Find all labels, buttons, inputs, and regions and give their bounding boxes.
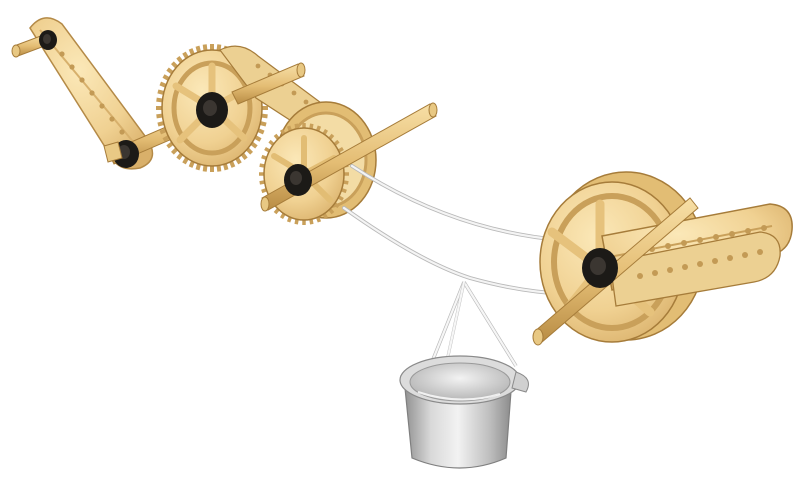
arm-hole [665, 243, 671, 249]
arm-hole [69, 64, 74, 69]
gear-tooth [184, 53, 187, 58]
gear-tooth [168, 143, 173, 147]
arm-hole [697, 261, 703, 267]
gear-tooth [205, 45, 206, 51]
gear-tooth [247, 149, 251, 153]
arm-hole [256, 64, 261, 69]
gear-tooth [172, 149, 176, 153]
arm-hole [681, 240, 687, 246]
arm-hole [59, 51, 64, 56]
gear-tooth [158, 91, 164, 93]
gear-tooth [260, 123, 266, 125]
gear-tooth [178, 57, 182, 62]
arm-hole [79, 77, 84, 82]
arm-hole [742, 252, 748, 258]
arm-hole [109, 116, 114, 121]
gear-tooth [198, 164, 200, 170]
arm-hole [682, 264, 688, 270]
gear-tooth [198, 46, 200, 52]
arm-hole [727, 255, 733, 261]
gear-tooth [164, 76, 169, 79]
gear-tooth [158, 123, 164, 125]
arm-hole [119, 129, 124, 134]
gear-tooth [237, 158, 240, 163]
gear-tooth [178, 154, 182, 159]
arm-hole [304, 100, 309, 105]
gear-tooth [184, 158, 187, 163]
gear-tooth [168, 69, 173, 73]
arm-hole [292, 91, 297, 96]
arm-hole [761, 225, 767, 231]
gear-tooth [219, 166, 220, 172]
gear-tooth [164, 137, 169, 140]
small-gear-pulley [259, 102, 376, 225]
gear-tooth [219, 45, 220, 51]
gear-tooth [242, 154, 246, 159]
gear-tooth [156, 100, 162, 101]
arm-hole [713, 234, 719, 240]
gear-tooth [252, 143, 257, 147]
arm-hole [712, 258, 718, 264]
arm-hole [697, 237, 703, 243]
gear-tooth [262, 116, 268, 117]
arm-hole [89, 90, 94, 95]
arm-hole [757, 249, 763, 255]
gear-tooth [225, 164, 227, 170]
gear-tooth [172, 63, 176, 67]
gear-tooth [205, 166, 206, 172]
arm-hole [652, 270, 658, 276]
arm-hole [637, 273, 643, 279]
bucket [400, 356, 528, 468]
gear-tooth [156, 116, 162, 117]
arm-hole [745, 228, 751, 234]
arm-hole [667, 267, 673, 273]
rope [344, 166, 566, 294]
arm-hole [729, 231, 735, 237]
gear-tooth [255, 137, 260, 140]
arm-hole [99, 103, 104, 108]
